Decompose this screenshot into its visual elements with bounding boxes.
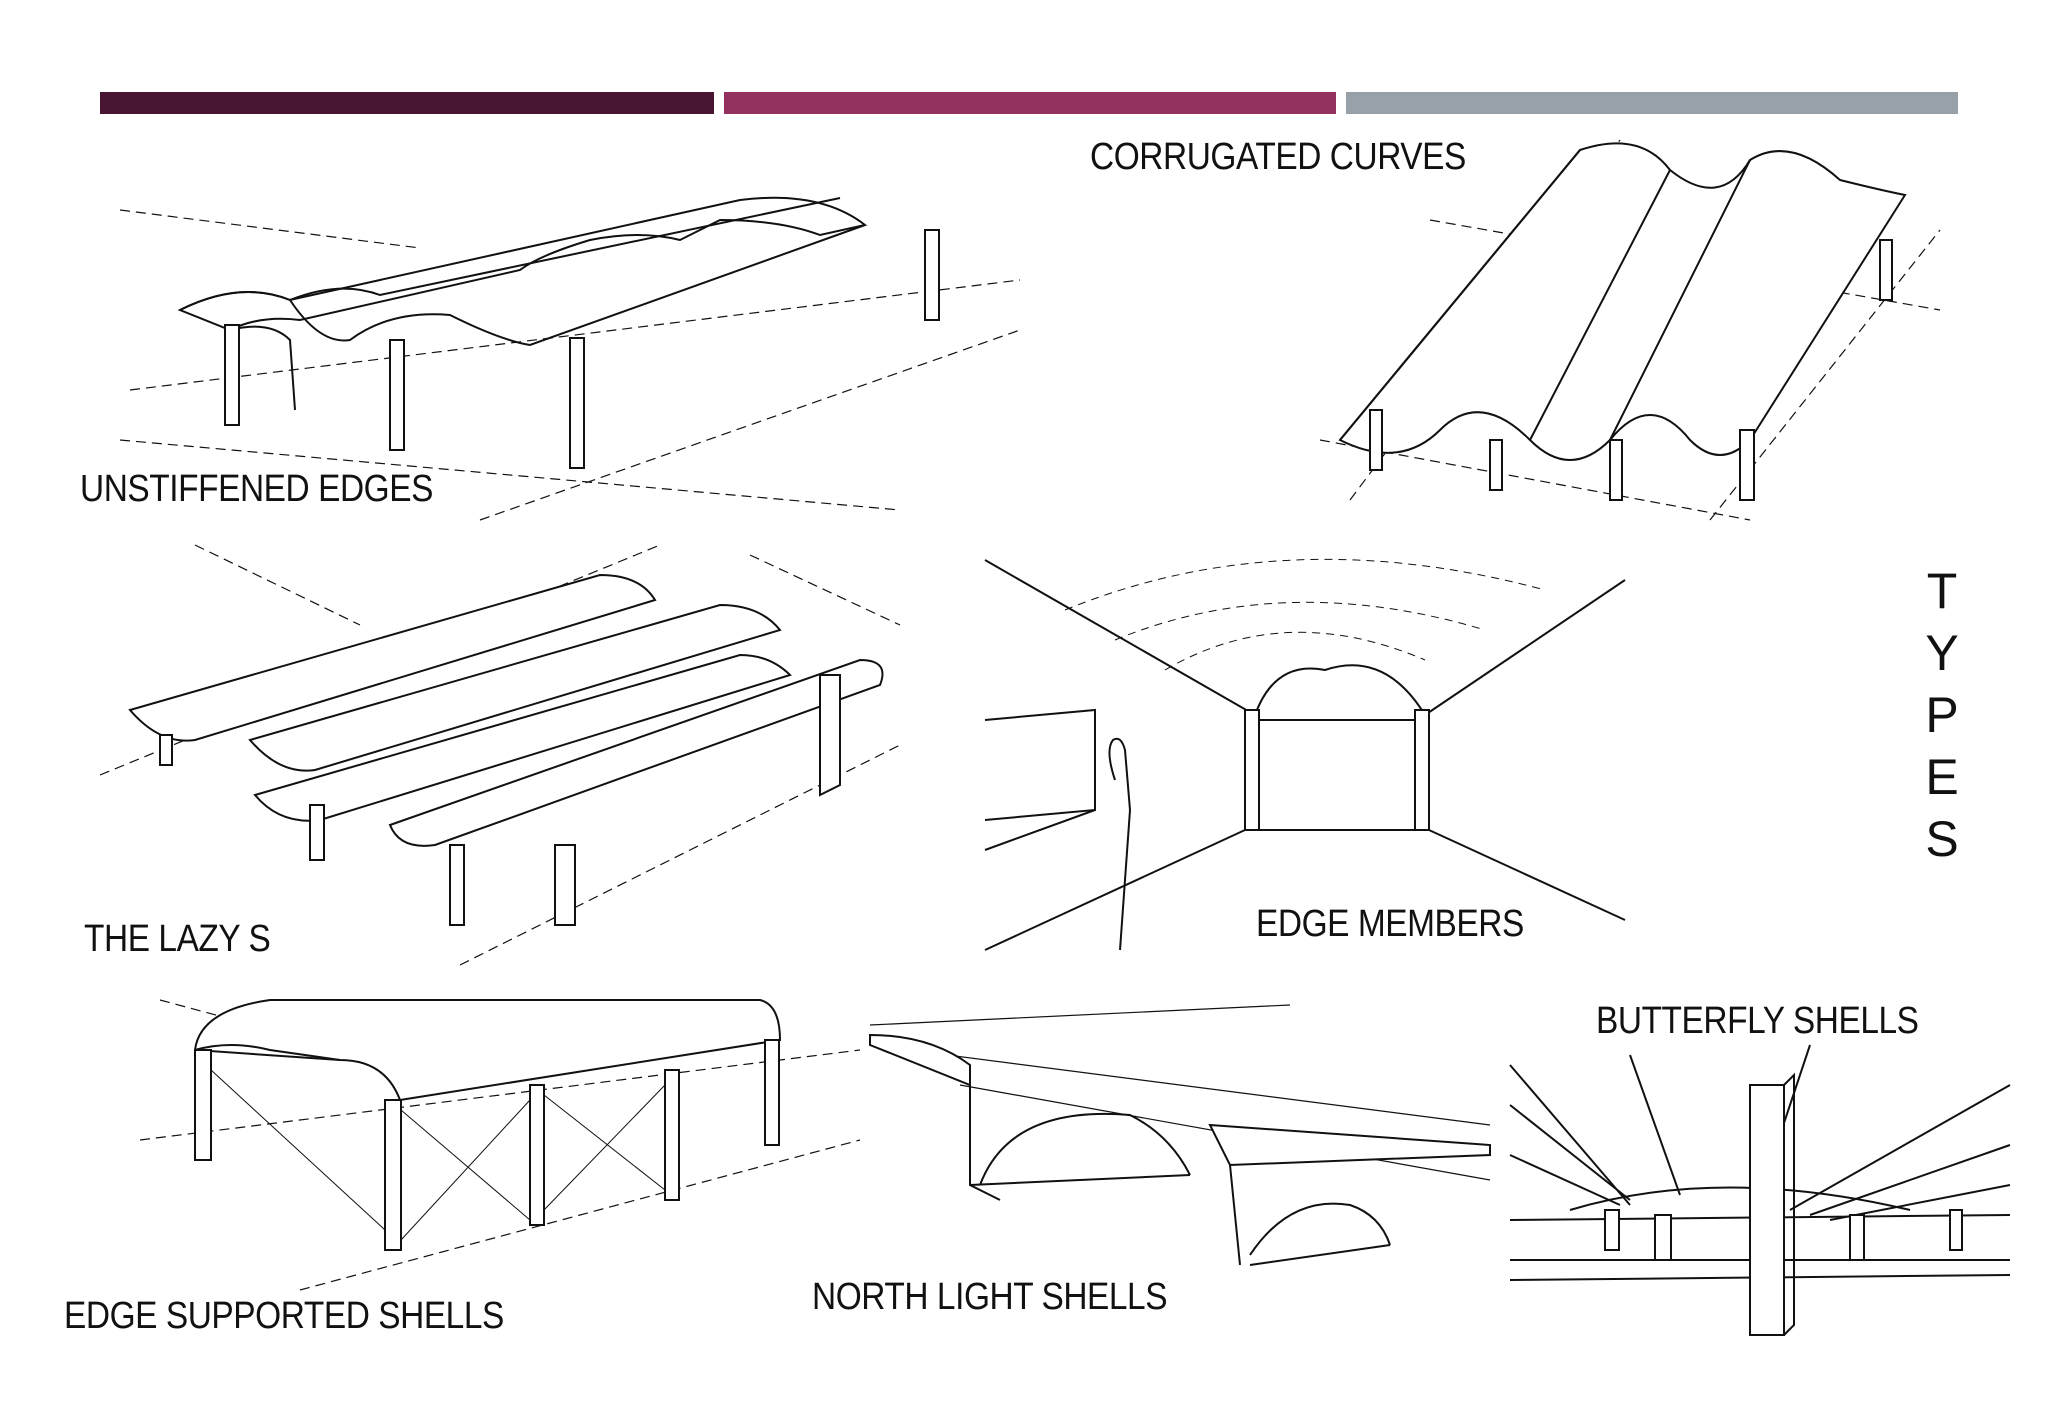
- corrugated-curves-sketch: [1320, 140, 1940, 520]
- unstiffened-edges-sketch: [120, 160, 1020, 530]
- butterfly-shells-sketch: [1510, 1015, 2010, 1335]
- header-bar-gray: [1346, 92, 1958, 114]
- label-edge-members: EDGE MEMBERS: [1256, 903, 1524, 945]
- label-corrugated-curves: CORRUGATED CURVES: [1090, 136, 1466, 178]
- types-letter: T: [1926, 563, 1958, 619]
- north-light-shells-sketch: [870, 1005, 1490, 1295]
- label-north-light-shells: NORTH LIGHT SHELLS: [812, 1276, 1168, 1318]
- types-letter: Y: [1925, 625, 1959, 681]
- edge-members-sketch: [985, 550, 1625, 950]
- types-letter: S: [1925, 811, 1959, 867]
- header-bar-magenta: [724, 92, 1336, 114]
- header-bar-dark: [100, 92, 714, 114]
- label-unstiffened-edges: UNSTIFFENED EDGES: [80, 468, 433, 510]
- types-letter: P: [1925, 687, 1959, 743]
- edge-supported-shells-sketch: [140, 990, 860, 1290]
- label-the-lazy-s: THE LAZY S: [84, 918, 271, 960]
- lazy-s-sketch: [100, 545, 900, 965]
- types-letter: E: [1925, 749, 1959, 805]
- label-edge-supported-shells: EDGE SUPPORTED SHELLS: [64, 1295, 504, 1337]
- label-butterfly-shells: BUTTERFLY SHELLS: [1596, 1000, 1919, 1042]
